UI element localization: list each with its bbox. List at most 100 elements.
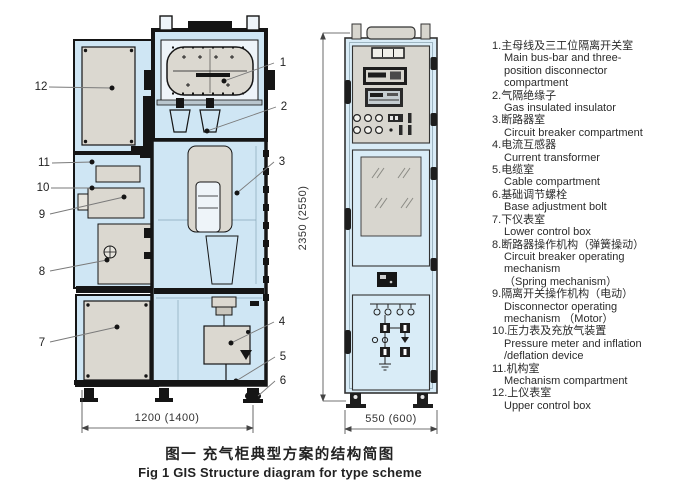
caption-zh: 图一 充气柜典型方案的结构简图 <box>165 447 395 463</box>
wall-bolts <box>263 150 269 301</box>
legend-en: Gas insulated insulator <box>504 102 616 115</box>
legend-num: 5. <box>492 164 502 177</box>
door-hinges <box>430 57 437 383</box>
legend-en: Cable compartment <box>504 176 600 189</box>
legend-num: 12. <box>492 387 508 400</box>
legend-num: 4. <box>492 139 502 152</box>
bushing <box>205 235 239 285</box>
front-upper-control-panel <box>344 45 431 144</box>
legend-item-8: 8.断路器操作机构（弹簧操动） Circuit breaker operatin… <box>492 239 680 289</box>
current-transformer <box>203 325 251 365</box>
legend-num: 2. <box>492 89 502 102</box>
legend-zh: 主母线及三工位隔离开关室 <box>501 40 634 52</box>
legend-zh: 压力表及充放气装置 <box>507 325 607 338</box>
callout-label-4: 4 <box>279 316 286 328</box>
legend-item-7: 7.下仪表室 Lower control box <box>492 214 680 239</box>
legend-num: 3. <box>492 114 502 127</box>
panel-handle <box>344 80 351 104</box>
legend-item-1: 1.主母线及三工位隔离开关室 Main bus-bar and three- p… <box>492 40 680 90</box>
insulator-cone <box>199 109 221 133</box>
legend-zh: 断路器操作机构（弹簧操动） <box>501 238 645 251</box>
dimension-front-width-label: 550 (600) <box>365 413 417 425</box>
legend-en: Circuit breaker operating mechanism （Spr… <box>504 250 625 288</box>
callout-label-10: 10 <box>37 182 50 194</box>
callout-label-9: 9 <box>39 209 45 221</box>
door-handle <box>344 208 351 230</box>
legend: 1.主母线及三工位隔离开关室 Main bus-bar and three- p… <box>492 40 680 412</box>
legend-en: Current transformer <box>504 151 600 164</box>
base-and-feet <box>74 380 266 403</box>
front-inspection-door <box>344 149 431 287</box>
legend-item-4: 4.电流互感器 Current transformer <box>492 139 680 164</box>
legend-item-2: 2.气隔绝缘子 Gas insulated insulator <box>492 90 680 115</box>
callout-label-6: 6 <box>280 375 286 387</box>
insulator-cone <box>169 109 191 133</box>
legend-en: Base adjustment bolt <box>504 201 607 214</box>
callout-label-1: 1 <box>280 57 286 69</box>
caption-en: Fig 1 GIS Structure diagram for type sch… <box>138 465 422 480</box>
callout-label-3: 3 <box>279 156 285 168</box>
upper-control-box-section <box>73 39 154 153</box>
lower-control-box-section <box>75 294 159 387</box>
legend-en: Pressure meter and inflation /deflation … <box>504 337 642 363</box>
legend-zh: 上仪表室 <box>507 387 552 400</box>
legend-zh: 下仪表室 <box>501 213 546 226</box>
legend-zh: 电缆室 <box>501 164 535 177</box>
window-glass <box>360 156 422 237</box>
duct-elbow <box>131 146 154 155</box>
legend-num: 10. <box>492 325 508 338</box>
legend-zh: 基础调节螺栓 <box>501 188 568 201</box>
nameplate <box>377 272 397 287</box>
legend-zh: 电流互感器 <box>501 139 557 152</box>
panel-handle <box>344 330 351 354</box>
dimension-height-label: 2350 (2550) <box>297 186 309 251</box>
legend-item-10: 10.压力表及充放气装置 Pressure meter and inflatio… <box>492 325 680 362</box>
protection-relay-display <box>363 67 407 85</box>
busbar-compartment-section <box>144 15 275 142</box>
legend-zh: 隔离开关操作机构（电动） <box>501 288 634 301</box>
front-feet <box>346 393 433 408</box>
callout-label-2: 2 <box>281 101 287 113</box>
legend-zh: 机构室 <box>506 362 540 375</box>
legend-zh: 断路器室 <box>501 114 546 127</box>
front-view: 2350 (2550) 550 (600) <box>297 23 438 434</box>
duct <box>143 96 154 154</box>
legend-item-5: 5.电缆室 Cable compartment <box>492 164 680 189</box>
legend-item-9: 9.隔离开关操作机构（电动） Disconnector operating me… <box>492 288 680 325</box>
legend-en: Main bus-bar and three- position disconn… <box>504 52 622 90</box>
dimension-height: 2350 (2550) <box>297 32 350 402</box>
callout-leaders <box>48 62 277 397</box>
callout-label-12: 12 <box>35 81 48 93</box>
legend-num: 1. <box>492 40 502 52</box>
legend-en: Lower control box <box>504 226 591 239</box>
secondary-display <box>365 88 403 107</box>
dimension-front-width: 550 (600) <box>344 410 438 434</box>
compartment-divider <box>76 286 166 293</box>
dimension-left-width-label: 1200 (1400) <box>135 412 200 424</box>
dimension-left-width: 1200 (1400) <box>81 390 254 433</box>
legend-item-6: 6.基础调节螺栓 Base adjustment bolt <box>492 189 680 214</box>
legend-num: 8. <box>492 238 502 251</box>
legend-num: 7. <box>492 213 502 226</box>
legend-en: Disconnector operating mechanism （Motor） <box>504 300 618 325</box>
callout-label-8: 8 <box>39 266 45 278</box>
figure-caption: 图一 充气柜典型方案的结构简图 Fig 1 GIS Structure diag… <box>60 443 500 480</box>
breaker-cable-compartment-section <box>150 138 269 387</box>
mimic-diagram <box>370 303 416 371</box>
legend-en: Circuit breaker compartment <box>504 126 643 139</box>
legend-item-12: 12.上仪表室 Upper control box <box>492 387 680 412</box>
legend-zh: 气隔绝缘子 <box>501 89 557 102</box>
callout-label-5: 5 <box>280 351 286 363</box>
legend-en: Upper control box <box>504 399 591 412</box>
legend-num: 9. <box>492 288 502 301</box>
callout-label-11: 11 <box>38 157 50 169</box>
sectional-view: 1200 (1400) 1 2 3 4 5 6 7 8 9 10 11 12 <box>35 15 287 433</box>
legend-item-3: 3.断路器室 Circuit breaker compartment <box>492 114 680 139</box>
legend-en: Mechanism compartment <box>504 374 628 387</box>
legend-num: 11. <box>492 362 507 375</box>
indicator-strip <box>371 47 405 59</box>
front-mimic-panel <box>344 294 431 391</box>
callout-label-7: 7 <box>39 337 45 349</box>
